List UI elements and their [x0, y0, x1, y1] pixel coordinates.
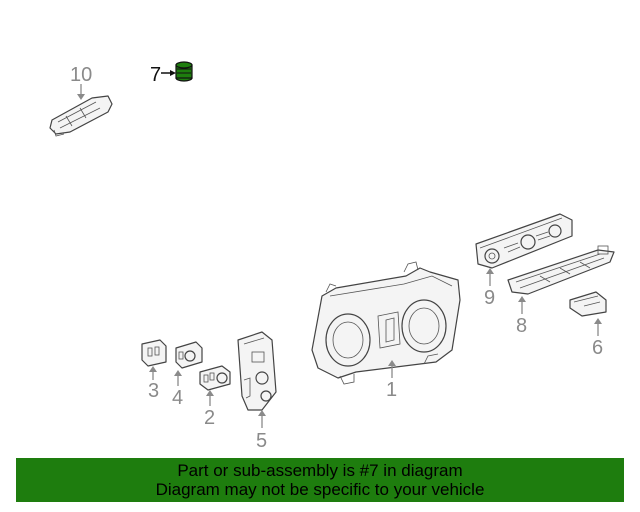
- callout-3: 3: [148, 380, 159, 402]
- part-10-switch-module[interactable]: [49, 95, 113, 137]
- banner-line-1: Part or sub-assembly is #7 in diagram: [177, 461, 463, 480]
- banner-line-2: Diagram may not be specific to your vehi…: [155, 480, 485, 499]
- callout-5: 5: [256, 430, 267, 452]
- arrowhead-2: [206, 390, 214, 396]
- callout-9: 9: [484, 287, 495, 309]
- part-8-bracket[interactable]: [507, 245, 615, 295]
- arrowhead-9: [486, 268, 494, 274]
- arrowhead-10: [77, 94, 85, 100]
- arrowhead-6: [594, 318, 602, 324]
- callout-8: 8: [516, 315, 527, 337]
- part-2-switch[interactable]: [199, 365, 231, 391]
- arrowhead-1: [388, 360, 396, 366]
- arrowhead-4: [174, 370, 182, 376]
- part-3-switch[interactable]: [141, 339, 167, 367]
- part-7-knob[interactable]: [175, 61, 193, 82]
- callout-10: 10: [70, 64, 92, 86]
- part-9-climate-control[interactable]: [475, 213, 573, 269]
- callout-1: 1: [386, 379, 397, 401]
- arrowhead-3: [149, 366, 157, 372]
- part-6-switch[interactable]: [569, 291, 607, 317]
- callout-7: 7: [150, 64, 161, 86]
- callout-6: 6: [592, 337, 603, 359]
- part-5-trim-panel[interactable]: [237, 331, 277, 411]
- notice-banner: Part or sub-assembly is #7 in diagram Di…: [16, 458, 624, 502]
- callout-4: 4: [172, 387, 183, 409]
- part-4-switch[interactable]: [175, 341, 203, 369]
- arrowhead-8: [518, 296, 526, 302]
- part-1-instrument-cluster[interactable]: [311, 261, 461, 385]
- arrowhead-7: [170, 70, 176, 76]
- arrowhead-5: [258, 410, 266, 416]
- callout-2: 2: [204, 407, 215, 429]
